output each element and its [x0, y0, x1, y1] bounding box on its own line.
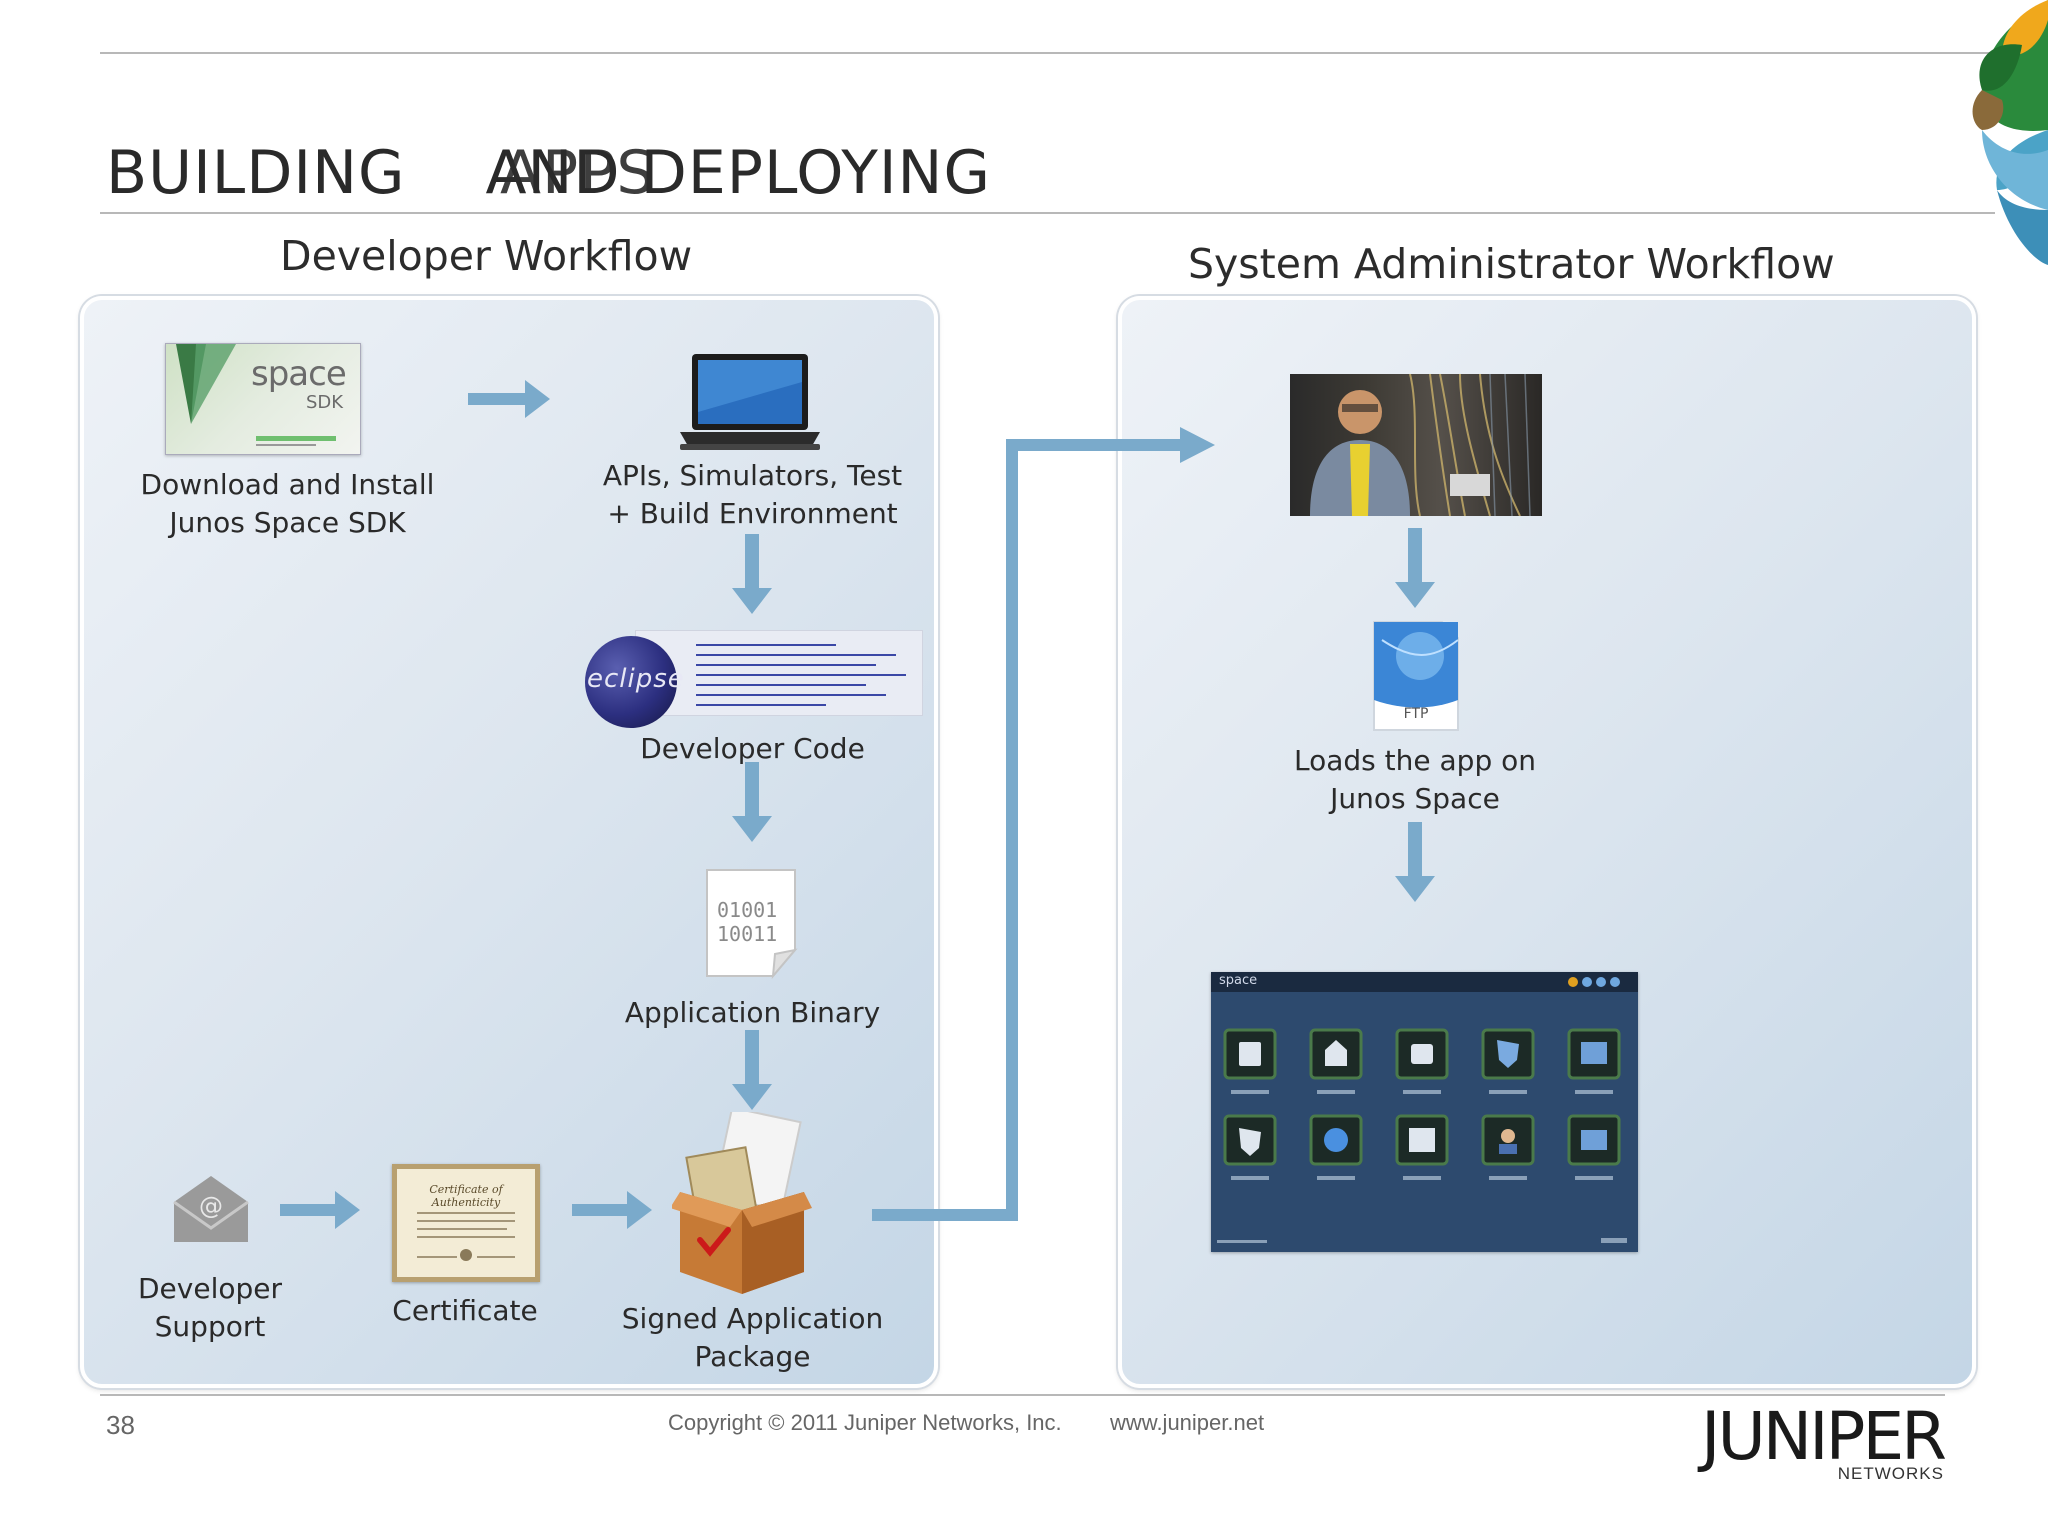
- website-url: www.juniper.net: [1110, 1410, 1265, 1435]
- signed-package-box-icon: [672, 1112, 812, 1294]
- top-rule: [100, 52, 1995, 54]
- juniper-networks-logo: JUNIPer NETWORKS: [1690, 1402, 1950, 1492]
- laptop-icon: [680, 354, 820, 450]
- networks-wordmark: NETWORKS: [1837, 1464, 1944, 1483]
- label-application-binary: Application Binary: [624, 996, 881, 1029]
- binary-line-1: 01001: [717, 898, 778, 922]
- title-rule: [100, 212, 1995, 214]
- label-loads-app: Loads the app on Junos Space: [1294, 744, 1536, 815]
- arrow-package-to-admin: [872, 439, 1185, 1221]
- juniper-flower-icon: [1972, 0, 2048, 265]
- binary-document-icon: 01001 10011: [703, 868, 799, 980]
- certificate-icon: Certificate of Authenticity: [392, 1164, 540, 1282]
- ftp-server-icon: FTP: [1372, 620, 1460, 732]
- sdk-logo-text: SPACE: [251, 354, 347, 394]
- admin-workflow-title: System Administrator Workflow: [1188, 240, 1835, 288]
- arrow-code-to-binary: [732, 762, 772, 842]
- label-apis-build-env: APIs, Simulators, Test + Build Environme…: [602, 459, 903, 530]
- arrow-sdk-to-apis: [468, 380, 550, 418]
- footer-rule: [100, 1394, 1945, 1396]
- space-sdk-logo-icon: SPACE SDK: [165, 343, 361, 455]
- slide-title: BUILDING AND DEPLOYING: [106, 138, 991, 208]
- at-sign-envelope-icon: @: [173, 1176, 249, 1242]
- copyright-text: Copyright © 2011 Juniper Networks, Inc.: [668, 1410, 1062, 1435]
- label-developer-code: Developer Code: [640, 732, 865, 765]
- label-certificate: Certificate: [392, 1294, 538, 1327]
- eclipse-logo-text: eclipse: [587, 664, 685, 694]
- arrow-ftp-to-space: [1395, 822, 1435, 902]
- title-overlap-apps: APPS: [500, 138, 656, 208]
- arrow-support-to-cert: [280, 1191, 360, 1229]
- eclipse-code-screenshot: eclipse: [585, 626, 923, 728]
- developer-workflow-title: Developer Workflow: [280, 232, 693, 280]
- space-ui-logo: SPACE: [1219, 973, 1258, 988]
- certificate-heading: Certificate of Authenticity: [429, 1183, 503, 1209]
- binary-line-2: 10011: [717, 922, 778, 946]
- junos-space-ui-screenshot: SPACE: [1211, 972, 1638, 1252]
- page-number: 38: [106, 1410, 135, 1440]
- ftp-label: FTP: [1403, 706, 1429, 722]
- juniper-wordmark: JUNIPer: [1701, 1398, 1947, 1475]
- label-signed-package: Signed Application Package: [621, 1302, 884, 1373]
- label-download-sdk: Download and Install Junos Space SDK: [140, 468, 435, 539]
- arrow-cert-to-package: [572, 1191, 652, 1229]
- system-administrator-photo: [1290, 374, 1542, 516]
- arrow-apis-to-code: [732, 534, 772, 614]
- sdk-logo-subtext: SDK: [306, 392, 344, 413]
- arrow-binary-to-package: [732, 1030, 772, 1110]
- label-developer-support: Developer Support: [137, 1272, 282, 1343]
- arrow-admin-to-ftp: [1395, 528, 1435, 608]
- svg-text:@: @: [199, 1192, 223, 1220]
- title-part-deploying: AND DEPLOYING: [485, 138, 991, 208]
- title-part-building: BUILDING: [106, 138, 406, 208]
